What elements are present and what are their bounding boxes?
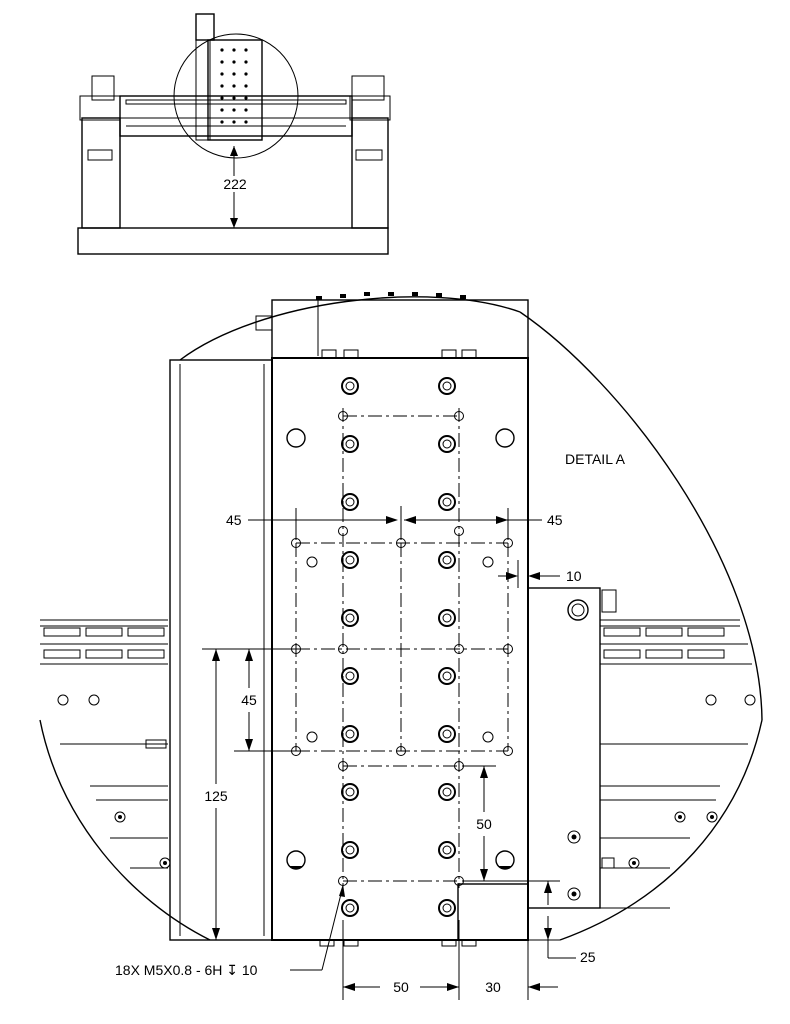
thread-callout: 18X M5X0.8 - 6H ↧ 10 bbox=[115, 884, 345, 978]
dimension-45-right-label: 45 bbox=[547, 512, 563, 528]
dimension-45-horizontal: 45 45 bbox=[226, 506, 563, 540]
dimension-10-label: 10 bbox=[566, 568, 582, 584]
left-rail bbox=[40, 619, 171, 869]
dimension-50-vertical-label: 50 bbox=[476, 816, 492, 832]
dimension-25-label: 25 bbox=[580, 949, 596, 965]
dimension-125: 125 bbox=[202, 648, 272, 941]
dimension-125-label: 125 bbox=[204, 788, 228, 804]
side-panel bbox=[169, 359, 273, 941]
m5-threaded-holes bbox=[291, 411, 513, 886]
detail-a-circle bbox=[173, 33, 299, 159]
side-bracket bbox=[527, 587, 601, 909]
dimension-10: 10 bbox=[498, 560, 582, 588]
dimension-45-left-label: 45 bbox=[226, 512, 242, 528]
dimension-222: 222 bbox=[223, 176, 247, 192]
hole-pattern-centerlines bbox=[295, 408, 509, 888]
thread-callout-label: 18X M5X0.8 - 6H ↧ 10 bbox=[115, 962, 258, 978]
detail-a-title: DETAIL A bbox=[565, 451, 626, 467]
counterbore-bolts bbox=[341, 377, 456, 917]
dimension-50-vertical: 50 bbox=[462, 765, 496, 882]
detail-view: DETAIL A 45 45 10 bbox=[39, 292, 763, 1000]
dimension-25: 25 bbox=[462, 880, 596, 965]
dimension-45-vertical-label: 45 bbox=[241, 692, 257, 708]
dimension-45-vertical: 45 bbox=[234, 648, 296, 752]
dimension-50-30-horizontal: 50 30 bbox=[342, 920, 558, 1000]
overview-carriage-holes bbox=[220, 48, 248, 124]
overview-view: 222 bbox=[77, 13, 391, 255]
dimension-50-horizontal-label: 50 bbox=[393, 979, 409, 995]
right-rail bbox=[530, 619, 756, 909]
dimension-30-label: 30 bbox=[485, 979, 501, 995]
